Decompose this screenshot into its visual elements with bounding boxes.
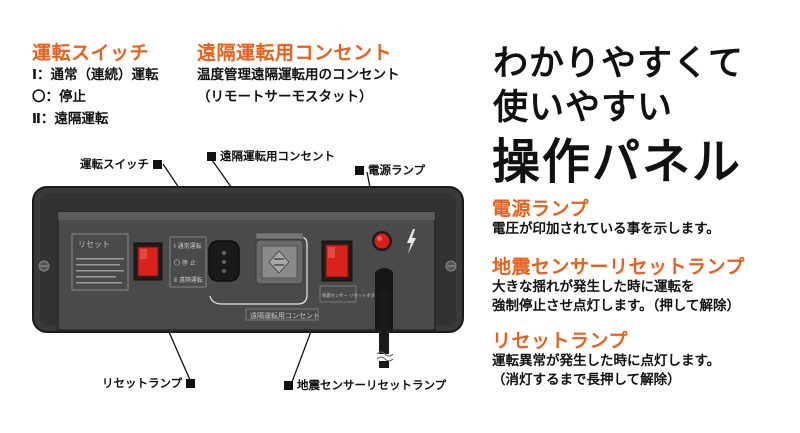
reset-lamp-heading: リセットランプ [492,330,628,352]
cord-cut-mark-icon [376,351,394,357]
power-cord [379,290,389,354]
quake-lamp-desc-1: 大きな揺れが発生した時に運転を [492,279,695,295]
reset-lamp-desc-2: （消灯するまで長押して解除） [492,372,681,388]
outlet-desc-1: 温度管理遠隔運転用のコンセント [197,67,400,83]
reset-lamp-desc-1: 運転異常が発生した時に点灯します。 [492,353,721,369]
callout-switch: 運転スイッチ [80,156,163,172]
outlet-label-plate [245,308,319,321]
reset-label-plate [71,233,129,291]
callout-reset-lamp-label: リセットランプ [102,376,183,390]
quake-lamp-heading: 地震センサーリセットランプ [492,256,745,278]
lightning-icon [407,229,416,254]
panel-outlet-label: 遠隔運転用コンセント [250,311,320,320]
callout-quake-lamp-label: 地震センサーリセットランプ [297,378,447,392]
title-line-2: 使いやすい [493,88,674,128]
power-lamp-heading: 電源ランプ [492,198,589,220]
outlet-desc-2: （リモートサーモスタット） [197,89,373,105]
panel-quake-label: 地震センサー リセットボタン [322,292,379,299]
callout-power-lamp-label: 電源ランプ [368,163,426,177]
switch-item-3: Ⅱ：遠隔運転 [32,111,109,127]
callout-switch-label: 運転スイッチ [80,157,149,171]
switch-item-2: 〇：停止 [32,89,86,105]
quake-lamp-desc-2: 強制停止させ点灯します。（押して解除） [492,298,740,314]
title-line-1: わかりやすくて [493,44,744,84]
outlet-section-title: 遠隔運転用コンセント [197,42,393,64]
power-lamp-desc: 電圧が印加されている事を示します。 [492,221,720,237]
reset-instruction-lines [76,258,124,284]
switch-position-plate [169,236,207,288]
power-lamp [374,233,390,249]
screw-icon [445,260,457,272]
callout-power-lamp: 電源ランプ [355,162,425,178]
outlet-socket-icon [268,250,290,274]
callout-marker-icon [284,381,293,390]
switch-position-label-2: 〇 停 止 [174,259,196,267]
panel-reset-label: リセット [78,240,110,249]
callout-quake-lamp: 地震センサーリセットランプ [284,377,446,393]
switch-position-label-1: Ⅰ 通常運転 [174,242,202,250]
switch-section-title: 運転スイッチ [32,42,150,64]
callout-marker-icon [153,160,163,169]
callout-outlet-label: 遠隔運転用コンセント [220,149,336,163]
callout-reset-lamp: リセットランプ [102,375,196,391]
switch-item-1: Ⅰ：通常（連続）運転 [32,67,159,83]
control-panel-illustration: リセット Ⅰ 通常運転 〇 停 止 Ⅱ 遠隔運転 遠隔運転用コンセント 地震セン… [32,159,464,383]
callout-marker-icon [207,152,216,161]
quake-label-plate [319,285,357,303]
title-main: 操作パネル [492,134,743,190]
callout-marker-icon [355,166,364,175]
outlet-guide-line [209,236,308,305]
switch-position-label-3: Ⅱ 遠隔運転 [174,276,203,284]
screw-icon [38,260,50,272]
callout-marker-icon [186,379,196,388]
callout-outlet: 遠隔運転用コンセント [207,148,335,164]
